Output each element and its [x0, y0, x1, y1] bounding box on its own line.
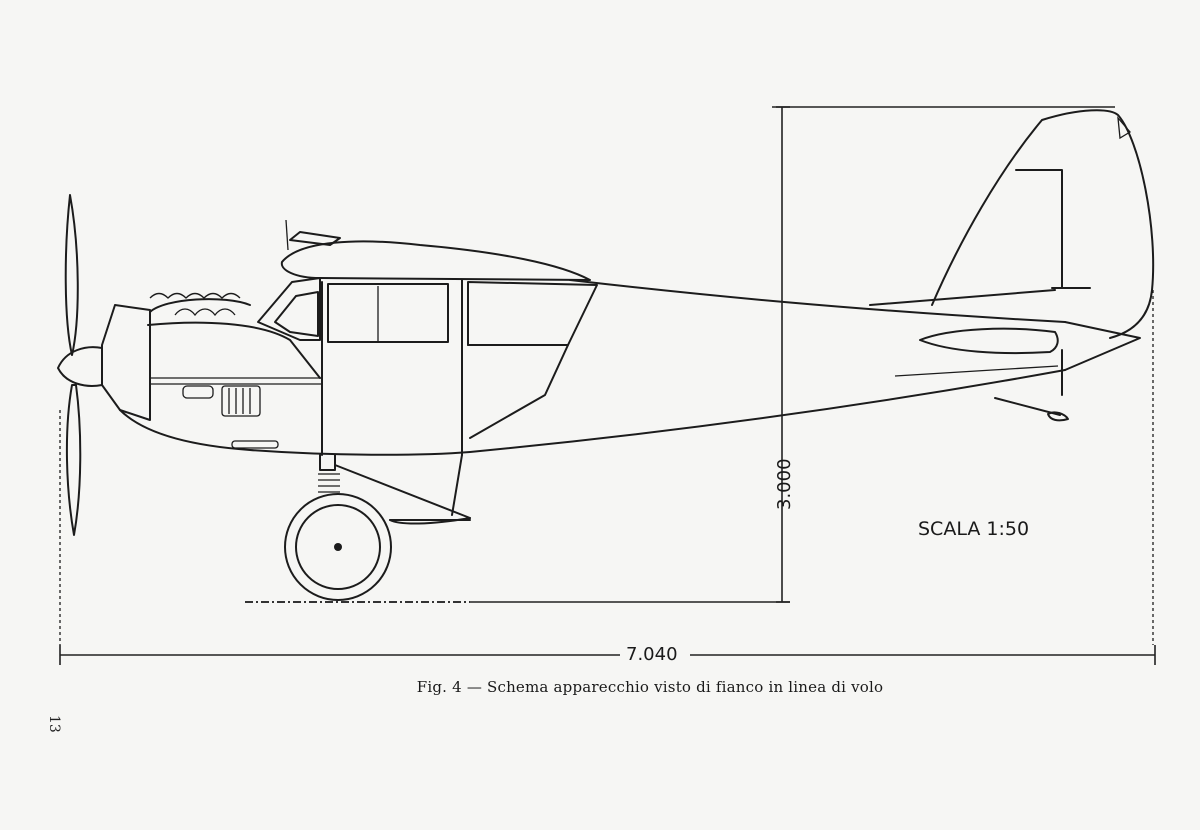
engine-cowling [101, 292, 321, 449]
cabin [257, 277, 598, 456]
landing-gear [284, 454, 471, 601]
tail-assembly [919, 109, 1155, 422]
figure-caption: Fig. 4 — Schema apparecchio visto di fia… [416, 678, 884, 696]
scale-label: SCALA 1:50 [918, 518, 1029, 540]
height-dimension [470, 106, 1115, 603]
length-dimension-label: 7.040 [626, 644, 678, 665]
height-dimension-label: 3.000 [774, 458, 795, 510]
fuselage [119, 279, 1141, 456]
wing [280, 219, 591, 281]
page-number: 13 [46, 715, 62, 733]
length-dimension [59, 290, 1156, 665]
propeller [57, 194, 103, 536]
